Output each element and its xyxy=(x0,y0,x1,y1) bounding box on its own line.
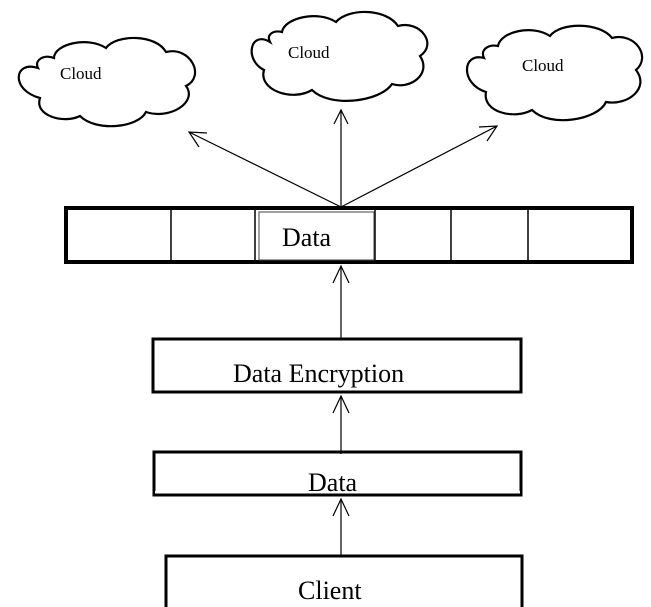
client-box-frame xyxy=(164,554,524,607)
cloud-right-label: Cloud xyxy=(522,56,564,75)
arrows-to-clouds xyxy=(187,108,499,208)
arrow-head-right xyxy=(478,125,499,142)
arrow-head-client-to-data xyxy=(332,497,350,517)
arrow-head-center xyxy=(333,108,349,125)
arrow-head-left xyxy=(187,131,208,148)
data-array-frame xyxy=(64,206,634,264)
arrow-to-cloud-left xyxy=(188,131,342,208)
arrow-head-data-to-encryption xyxy=(332,394,350,414)
arrow-to-cloud-right xyxy=(340,125,498,208)
cloud-left-label: Cloud xyxy=(60,64,102,83)
data-array: Data xyxy=(64,206,634,264)
data-box-label: Data xyxy=(308,468,358,497)
cloud-center-label: Cloud xyxy=(288,43,330,62)
client-box: Client xyxy=(164,554,524,607)
data-box: Data xyxy=(152,450,523,505)
arrow-head-encryption-to-array xyxy=(332,264,350,284)
encryption-box-frame xyxy=(151,337,523,394)
cloud-center: Cloud xyxy=(250,10,429,102)
data-array-label: Data xyxy=(282,223,332,252)
encryption-box: Data Encryption xyxy=(151,337,523,394)
client-box-label: Client xyxy=(298,576,362,605)
cloud-right: Cloud xyxy=(465,24,644,122)
encryption-box-label: Data Encryption xyxy=(233,359,404,388)
data-cell-highlight xyxy=(258,211,375,261)
cloud-left: Cloud xyxy=(17,36,197,128)
